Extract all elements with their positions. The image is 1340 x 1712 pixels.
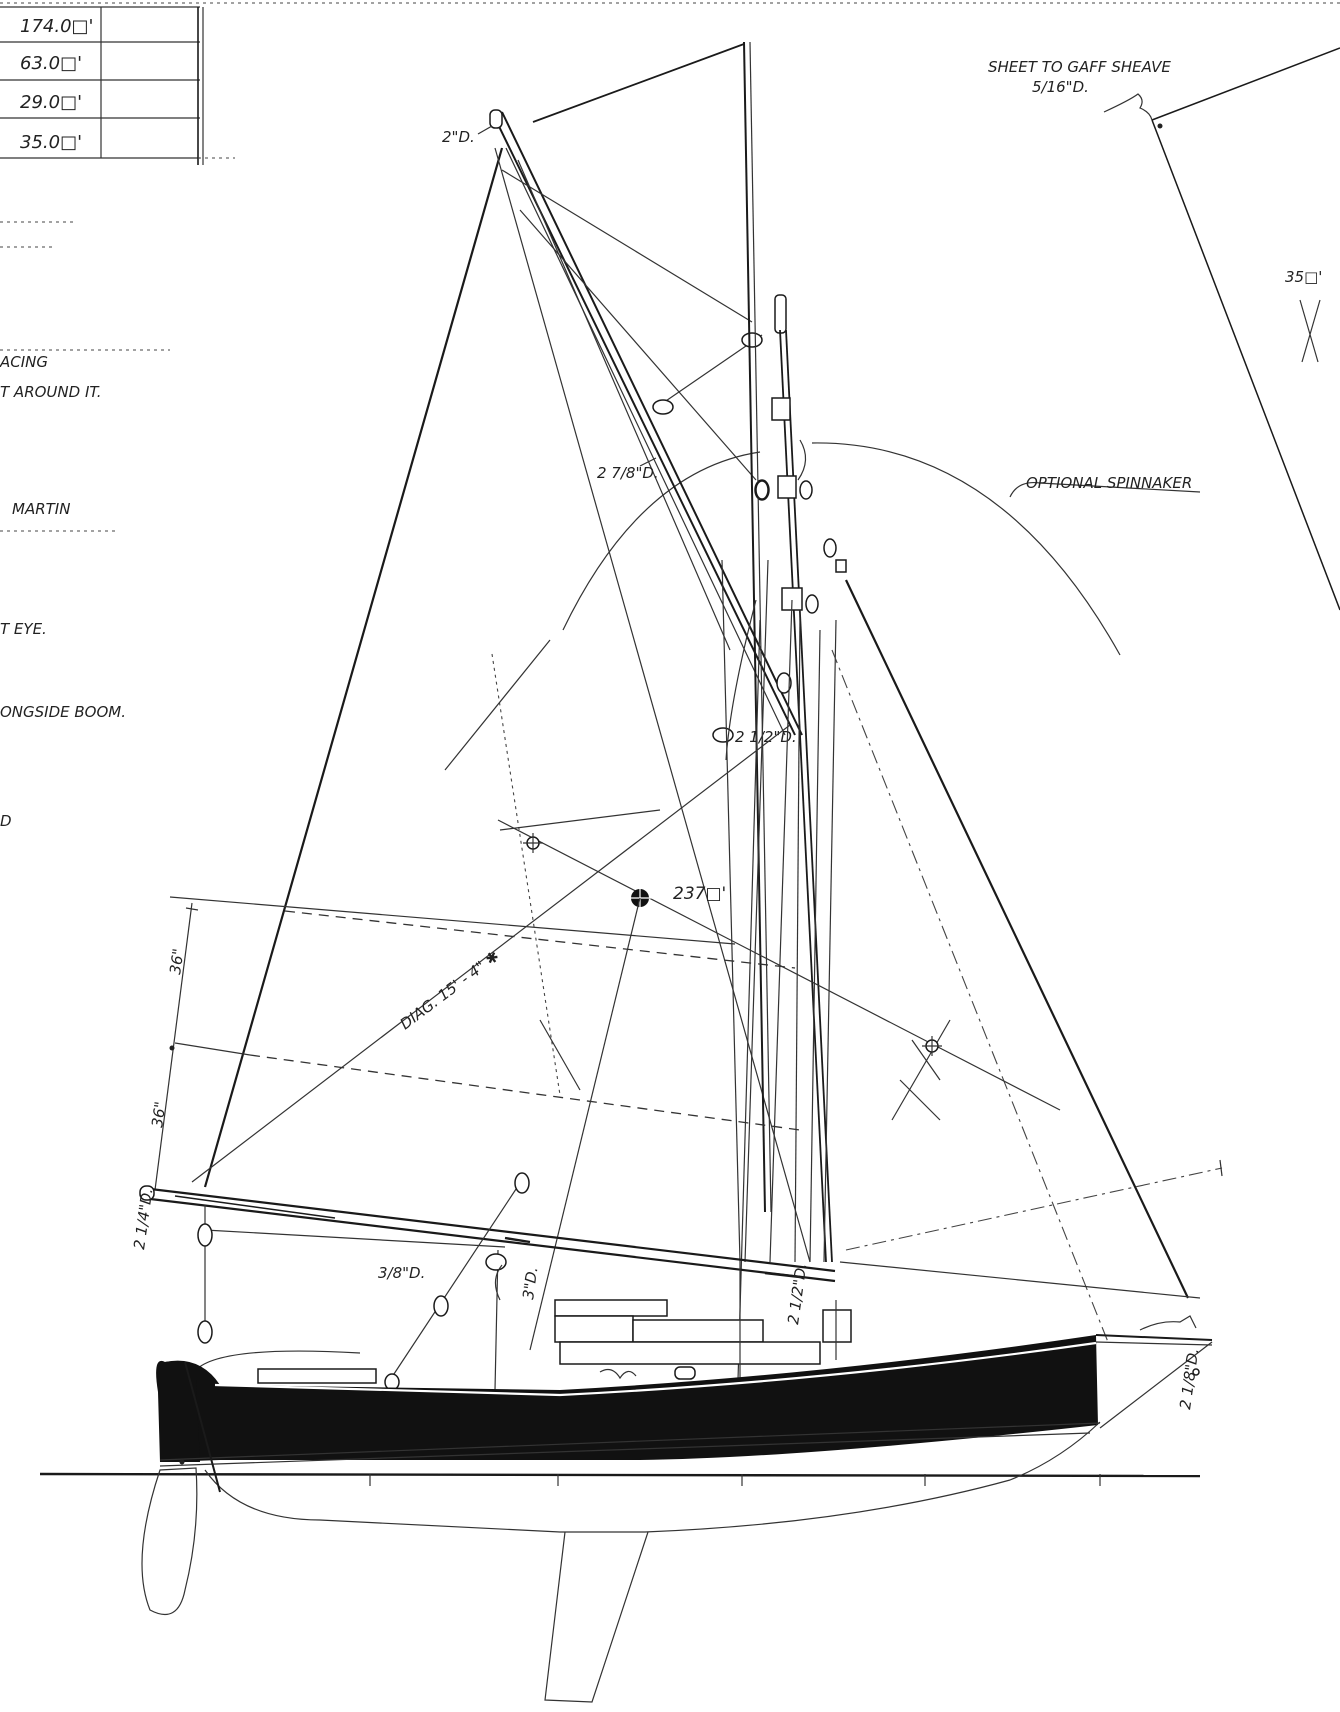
diagonal-label: DIAG. 15' - 4" ✱ xyxy=(397,947,503,1033)
topsail-outline: SHEET TO GAFF SHEAVE 5/16"D. 35□' xyxy=(988,47,1340,611)
optional-spinnaker-label: OPTIONAL SPINNAKER xyxy=(1026,474,1192,492)
topsail-area-label: 35□' xyxy=(1285,268,1322,286)
hull: 2 1/8"D. xyxy=(39,1262,1213,1703)
gaff-jaw-diameter: 2 1/2"D. xyxy=(735,728,797,746)
center-of-effort: 237□' xyxy=(444,639,1061,1351)
reef-lower-dim: 36" xyxy=(148,1100,169,1128)
sheet-to-gaff-note: SHEET TO GAFF SHEAVE xyxy=(988,58,1171,76)
reef-lines: 36" 36" DIAG. 15' - 4" ✱ xyxy=(148,724,801,1191)
boom-mid-diameter: 3"D. xyxy=(519,1266,541,1301)
note-line-5: ONGSIDE BOOM. xyxy=(0,703,126,721)
note-line-1: ACING xyxy=(0,353,48,371)
hull-topsides xyxy=(165,1335,1098,1462)
note-line-3: MARTIN xyxy=(12,500,70,518)
table-value-4: 35.0□' xyxy=(20,132,82,153)
note-line-6: D xyxy=(0,812,12,830)
boom: 2 1/4"D. 3"D. 3/8"D. 2 1/2"D. xyxy=(130,1185,836,1326)
center-area-label: 237□' xyxy=(673,884,726,904)
left-notes: ACING T AROUND IT. MARTIN T EYE. ONGSIDE… xyxy=(0,221,170,830)
table-value-1: 174.0□' xyxy=(20,16,94,37)
note-line-4: T EYE. xyxy=(0,620,47,638)
optional-spinnaker: OPTIONAL SPINNAKER xyxy=(562,442,1201,656)
area-table: 174.0□' 63.0□' 29.0□' 35.0□' xyxy=(0,6,235,165)
table-value-2: 63.0□' xyxy=(20,53,82,74)
sheet-to-gaff-size: 5/16"D. xyxy=(1032,78,1089,96)
mast xyxy=(532,41,847,1381)
note-line-2: T AROUND IT. xyxy=(0,383,102,401)
mainsheet xyxy=(197,1172,530,1391)
gaff-mid-diameter: 2 7/8"D. xyxy=(597,464,659,482)
gaff-tip-diameter: 2"D. xyxy=(442,128,475,146)
keel xyxy=(544,1531,649,1703)
table-value-3: 29.0□' xyxy=(20,92,82,113)
sheet-block-diameter: 3/8"D. xyxy=(378,1264,425,1282)
rudder xyxy=(141,1467,198,1615)
jib xyxy=(831,579,1223,1343)
boom-end-diameter: 2 1/4"D. xyxy=(130,1187,156,1251)
waterline xyxy=(39,1472,1201,1478)
bowsprit-diameter: 2 1/8"D. xyxy=(1176,1347,1202,1411)
reef-upper-dim: 36" xyxy=(166,947,187,975)
mast-base-diameter: 2 1/2"D. xyxy=(784,1262,810,1326)
mainsail: 2"D. 2 7/8"D. 2 1/2"D. xyxy=(203,109,811,1263)
